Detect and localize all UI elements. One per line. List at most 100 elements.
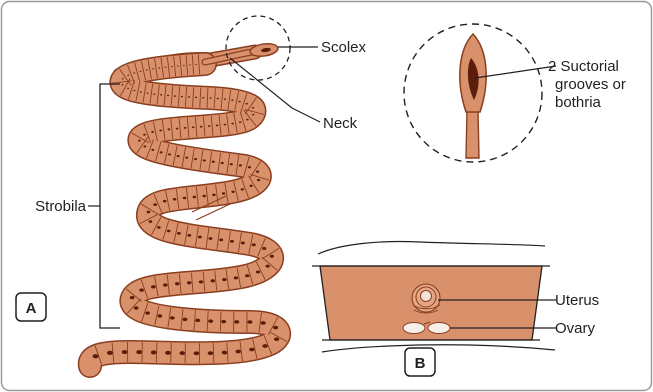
- proglottid-nucleus: [219, 238, 223, 241]
- proglottid-nucleus: [245, 274, 249, 277]
- proglottid-nucleus: [202, 97, 204, 99]
- proglottid-nucleus: [241, 188, 244, 190]
- proglottid-nucleus: [144, 146, 147, 148]
- proglottid-nucleus: [173, 198, 177, 201]
- proglottid-nucleus: [159, 130, 162, 132]
- proglottid-nucleus: [221, 320, 226, 324]
- proglottid-nucleus: [147, 211, 151, 214]
- ovary-label: Ovary: [555, 320, 596, 337]
- proglottid-nucleus: [183, 197, 187, 199]
- proglottid-nucleus: [222, 278, 226, 281]
- proglottid-nucleus: [122, 84, 124, 85]
- proglottid-nucleus: [188, 96, 190, 98]
- proglottid-nucleus: [140, 91, 142, 92]
- proglottid-nucleus: [184, 127, 187, 129]
- proglottid-nucleus: [231, 123, 233, 125]
- proglottid-nucleus: [262, 344, 267, 348]
- scolex-label: Scolex: [321, 39, 367, 56]
- proglottid-nucleus: [212, 194, 215, 196]
- panel-b-label: B: [415, 355, 426, 372]
- proglottid-nucleus: [193, 196, 197, 198]
- proglottid-nucleus: [216, 125, 219, 127]
- proglottid-nucleus: [249, 348, 254, 352]
- proglottid-nucleus: [221, 162, 224, 164]
- proglottid-nucleus: [224, 98, 226, 100]
- proglottid-nucleus: [230, 163, 233, 165]
- grooves-label-1: 2 Suctorial: [548, 58, 619, 75]
- proglottid-nucleus: [167, 95, 169, 96]
- proglottid-nucleus: [93, 354, 99, 358]
- proglottid-nucleus: [153, 93, 155, 94]
- proglottid-nucleus: [230, 240, 234, 243]
- uterus-inner: [421, 291, 432, 302]
- proglottid-nucleus: [252, 114, 254, 116]
- uterus-label: Uterus: [555, 292, 599, 309]
- proglottid-nucleus: [252, 243, 256, 246]
- proglottid-nucleus: [202, 195, 205, 197]
- proglottid-nucleus: [222, 351, 227, 355]
- proglottid-nucleus: [192, 126, 195, 128]
- proglottid-nucleus: [248, 166, 251, 168]
- proglottid-nucleus: [195, 64, 197, 65]
- proglottid-nucleus: [239, 164, 242, 166]
- proglottid-nucleus: [209, 237, 213, 240]
- proglottid-nucleus: [256, 170, 259, 172]
- proglottid-nucleus: [238, 101, 240, 103]
- proglottid-nucleus: [134, 306, 139, 309]
- proglottid-nucleus: [151, 350, 157, 354]
- proglottid-nucleus: [160, 94, 162, 95]
- proglottid-nucleus: [157, 226, 161, 229]
- proglottid-nucleus: [133, 90, 135, 91]
- proglottid-nucleus: [246, 119, 248, 121]
- ovary-lobe-right: [428, 323, 450, 334]
- proglottid-nucleus: [256, 271, 260, 274]
- proglottid-nucleus: [163, 200, 167, 203]
- proglottid-nucleus: [262, 247, 266, 250]
- proglottid-nucleus: [127, 88, 129, 89]
- proglottid-nucleus: [231, 99, 233, 101]
- neck-label: Neck: [323, 115, 358, 132]
- proglottid-nucleus: [236, 350, 241, 354]
- proglottid-nucleus: [181, 96, 183, 97]
- proglottid-nucleus: [270, 255, 274, 258]
- proglottid-nucleus: [165, 67, 167, 68]
- proglottid-nucleus: [157, 314, 162, 317]
- proglottid-nucleus: [266, 265, 270, 268]
- proglottid-nucleus: [274, 337, 279, 341]
- proglottid-nucleus: [174, 95, 176, 96]
- proglottid-nucleus: [139, 288, 144, 291]
- proglottid-nucleus: [261, 321, 266, 325]
- proglottid-nucleus: [147, 92, 149, 93]
- proglottid-nucleus: [246, 103, 248, 105]
- proglottid-nucleus: [182, 318, 187, 321]
- proglottid-nucleus: [176, 128, 179, 130]
- proglottid-nucleus: [133, 72, 135, 73]
- proglottid-nucleus: [234, 320, 239, 324]
- proglottid-nucleus: [167, 230, 171, 233]
- proglottid-nucleus: [158, 67, 160, 68]
- proglottid-nucleus: [208, 125, 211, 127]
- proglottid-nucleus: [145, 311, 150, 314]
- ovary-lobe-left: [403, 323, 425, 334]
- proglottid-nucleus: [200, 126, 203, 128]
- proglottid-nucleus: [273, 326, 278, 330]
- proglottid-nucleus: [127, 75, 129, 76]
- proglottid-nucleus: [185, 157, 188, 159]
- proglottid-nucleus: [175, 282, 180, 285]
- proglottid-nucleus: [177, 65, 179, 66]
- proglottid-nucleus: [187, 281, 192, 284]
- proglottid-nucleus: [179, 351, 185, 355]
- proglottid-nucleus: [249, 185, 252, 187]
- proglottid-nucleus: [107, 351, 113, 355]
- proglottid-nucleus: [194, 351, 200, 355]
- grooves-label-2: grooves or: [555, 76, 626, 93]
- proglottid-nucleus: [151, 149, 154, 151]
- proglottid-nucleus: [168, 128, 171, 130]
- strobila-label: Strobila: [35, 198, 87, 215]
- proglottid-divider: [213, 343, 214, 363]
- proglottid-nucleus: [199, 280, 203, 283]
- proglottid-nucleus: [183, 65, 185, 66]
- proglottid-nucleus: [257, 179, 260, 181]
- proglottid-nucleus: [177, 232, 181, 235]
- proglottid-nucleus: [208, 351, 214, 355]
